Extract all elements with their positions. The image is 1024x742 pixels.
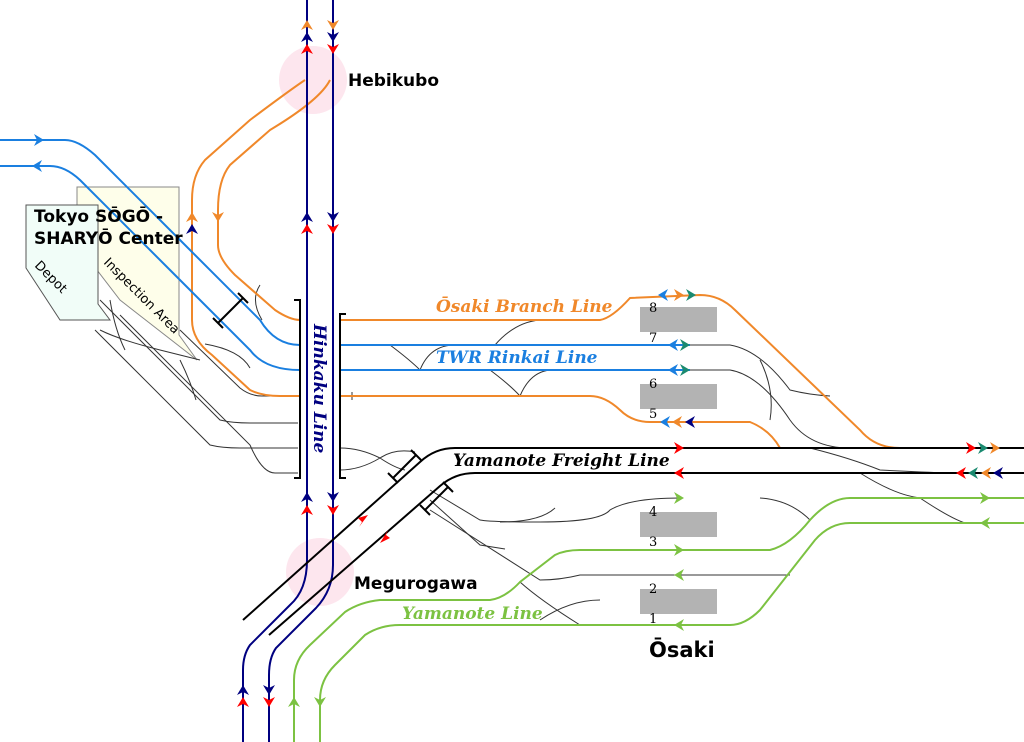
station-megurogawa: Megurogawa [354,574,478,594]
hebikubo-halo [279,46,347,114]
track-number-6: 6 [649,377,657,392]
track-number-7: 7 [649,331,657,346]
arrow-up [301,32,313,42]
platform-5-6 [640,384,717,409]
arrow-down [327,20,339,30]
platform-7-8 [640,307,717,332]
arrow-up [301,44,313,54]
twr-rinkai-line-tracks [0,139,690,371]
facility-title-line1: Tokyo SŌGŌ - [34,205,163,227]
hinkaku-line-label: Hinkaku Line [309,323,329,454]
arrow-up [301,20,313,30]
osaki-branch-line-tracks [191,79,901,449]
yamanote-freight-line-label: Yamanote Freight Line [453,451,670,471]
yamanote-line-label: Yamanote Line [402,604,543,624]
track-number-5: 5 [649,407,657,422]
megurogawa-halo [286,538,354,606]
hinkaku-line-tracks [242,0,340,742]
twr-rinkai-line-label: TWR Rinkai Line [436,348,598,368]
yamanote-freight-tracks [242,447,1024,636]
track-number-2: 2 [649,582,657,597]
depot-building [25,204,111,321]
osaki-branch-line-label: Ōsaki Branch Line [436,296,613,317]
arrow-down [327,32,339,42]
track-number-1: 1 [649,612,657,627]
yamanote-line-tracks [293,497,1024,742]
arrow-down [327,44,339,54]
facility-title-line2: SHARYŌ Center [34,227,183,249]
track-number-8: 8 [649,301,657,316]
station-hebikubo: Hebikubo [348,71,439,91]
platform-1-2 [640,589,717,614]
buffer-brackets [212,292,454,516]
track-number-4: 4 [649,505,657,520]
siding-tracks [94,284,966,626]
track-number-3: 3 [649,535,657,550]
direction-arrows [32,20,1003,707]
station-osaki: Ōsaki [649,637,715,662]
platform-3-4 [640,512,717,537]
